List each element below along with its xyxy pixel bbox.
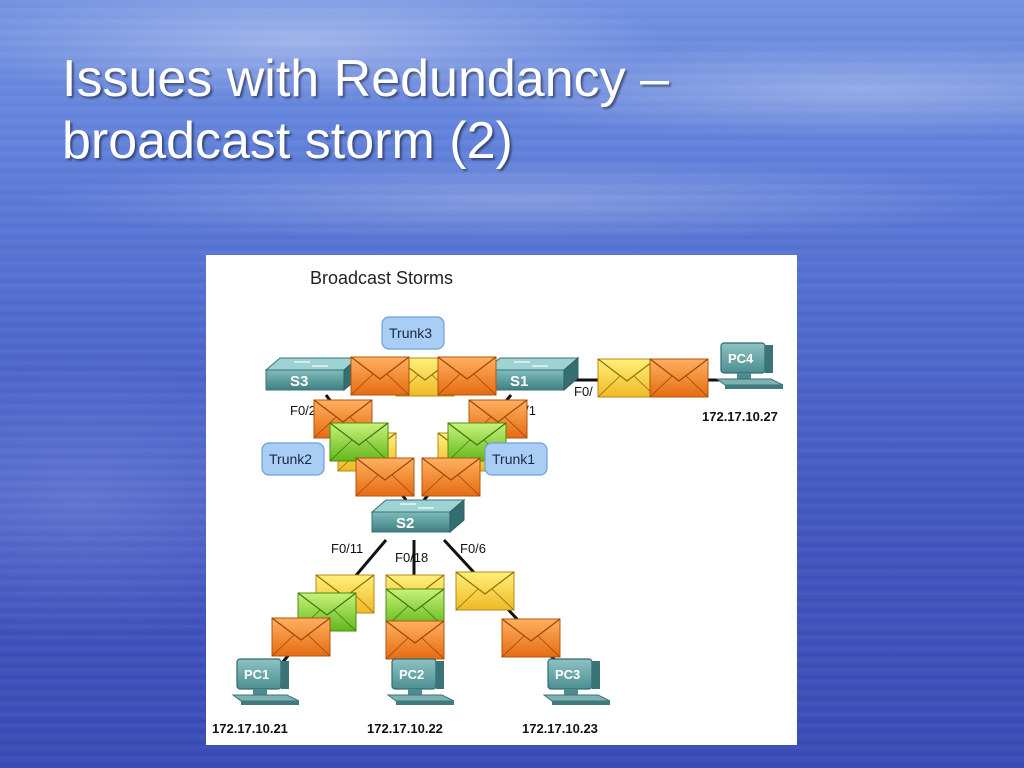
slide-title: Issues with Redundancy – broadcast storm… xyxy=(62,48,962,172)
pc1[interactable]: PC1 xyxy=(232,658,300,706)
switch-s2-label: S2 xyxy=(396,515,414,532)
switch-s3[interactable]: S3 xyxy=(265,357,359,391)
switch-s3-label: S3 xyxy=(290,373,308,390)
pc4-label: PC4 xyxy=(728,351,754,366)
port-s2-f018: F0/18 xyxy=(395,550,428,565)
broadcast-frames-s2-pc2 xyxy=(385,574,445,660)
switch-s1[interactable]: S1 xyxy=(485,357,579,391)
trunk3-label: Trunk3 xyxy=(389,325,432,341)
trunk3-badge: Trunk3 xyxy=(381,316,445,350)
port-s1-pc4: F0/ xyxy=(574,384,593,399)
trunk2-label: Trunk2 xyxy=(269,451,312,467)
pc4-ip: 172.17.10.27 xyxy=(702,409,778,424)
broadcast-storm-diagram: Broadcast Storms S3 S1 S2 Trunk3 xyxy=(206,255,797,745)
broadcast-frames-s1-pc4 xyxy=(597,358,709,398)
broadcast-frames-s3-s1 xyxy=(350,356,497,397)
pc4[interactable]: PC4 xyxy=(716,342,784,390)
pc3-ip: 172.17.10.23 xyxy=(522,721,598,736)
diagram-heading: Broadcast Storms xyxy=(310,268,453,288)
slide-title-line-1: Issues with Redundancy – xyxy=(62,50,670,108)
diagram-canvas: Broadcast Storms S3 S1 S2 Trunk3 xyxy=(212,268,784,736)
port-s3-f02: F0/2 xyxy=(290,403,316,418)
pc3-label: PC3 xyxy=(555,667,580,682)
trunk2-badge: Trunk2 xyxy=(261,442,325,476)
broadcast-frames-s2-pc1 xyxy=(271,574,375,657)
pc2-ip: 172.17.10.22 xyxy=(367,721,443,736)
broadcast-frames-s3-s2 xyxy=(313,399,415,497)
pc2[interactable]: PC2 xyxy=(387,658,455,706)
trunk1-badge: Trunk1 xyxy=(484,442,548,476)
port-s2-f011: F0/11 xyxy=(331,541,363,556)
port-s2-f06: F0/6 xyxy=(460,541,486,556)
pc1-label: PC1 xyxy=(244,667,269,682)
pc1-ip: 172.17.10.21 xyxy=(212,721,288,736)
switch-s2[interactable]: S2 xyxy=(371,499,465,533)
broadcast-frames-s2-pc3 xyxy=(455,571,561,658)
trunk1-label: Trunk1 xyxy=(492,451,535,467)
pc2-label: PC2 xyxy=(399,667,424,682)
pc3[interactable]: PC3 xyxy=(543,658,611,706)
slide-title-line-2: broadcast storm (2) xyxy=(62,112,513,170)
switch-s1-label: S1 xyxy=(510,373,528,390)
